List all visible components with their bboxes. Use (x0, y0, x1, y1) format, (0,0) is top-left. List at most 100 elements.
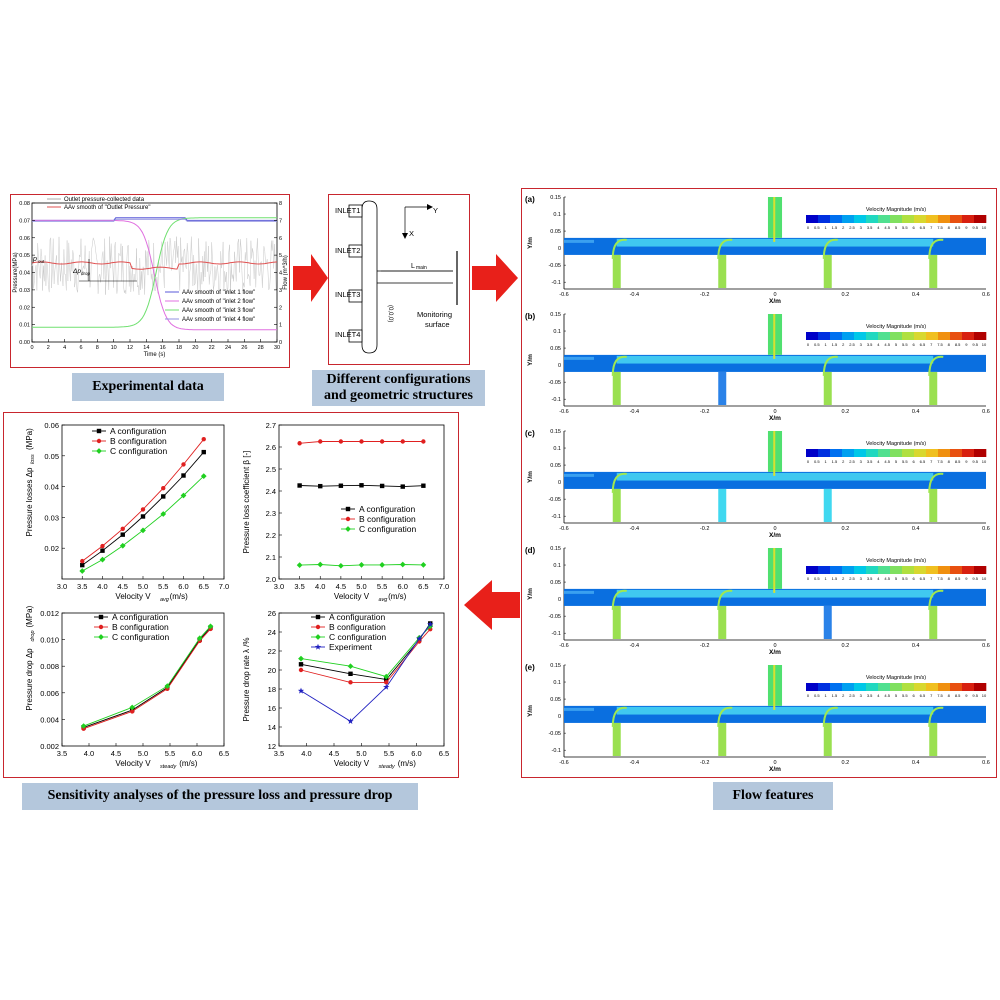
legend-marker (98, 634, 104, 640)
geometry-caption: Different configurations and geometric s… (312, 370, 485, 406)
y-tick-label: 2.3 (266, 509, 276, 518)
series-point-3 (347, 663, 354, 670)
velocity-legend-swatch (962, 332, 975, 340)
inlet-stub (348, 204, 363, 218)
exp-x-tick-label: 22 (209, 345, 215, 351)
legend-marker (98, 624, 104, 630)
x-tick-label: 6.5 (199, 582, 209, 591)
dp-annotation: Δp (72, 268, 81, 275)
series-point-4 (347, 718, 354, 724)
velocity-legend-tick: 2.5 (849, 693, 855, 698)
exp-yleft-tick-label: 0.02 (19, 305, 30, 311)
exp-x-tick-label: 28 (258, 345, 264, 351)
main-pipe-outline (361, 200, 378, 354)
series-point-3 (80, 723, 87, 729)
flow-ytick-label: -0.05 (548, 263, 561, 269)
flow-ytick-label: 0.1 (553, 563, 561, 569)
velocity-legend-tick: 8.5 (955, 342, 961, 347)
x-axis-label-sub: avg (160, 597, 170, 603)
velocity-legend-swatch (878, 449, 891, 457)
x-tick-label: 5.5 (165, 749, 175, 758)
y-tick-label: 12 (268, 742, 276, 751)
velocity-legend-tick: 3 (860, 459, 863, 464)
flow-xtick-label: 0.2 (842, 526, 850, 532)
legend-marker (314, 643, 322, 650)
series-point-4 (383, 683, 390, 690)
velocity-legend-swatch (950, 683, 963, 691)
x-tick-label: 4.0 (315, 582, 325, 591)
y-tick-label: 2.1 (266, 553, 276, 562)
velocity-legend-tick: 8 (948, 342, 951, 347)
x-axis-label-unit: (m/s) (388, 592, 407, 601)
flow-ytick-label: 0 (558, 597, 561, 603)
x-tick-label: 5.5 (384, 749, 394, 758)
x-tick-label: 3.5 (294, 582, 304, 591)
velocity-legend-swatch (974, 332, 987, 340)
velocity-legend-tick: 1 (824, 693, 827, 698)
velocity-legend-tick: 10 (982, 459, 987, 464)
flow-xtick-label: 0 (773, 292, 776, 298)
velocity-legend-tick: 5.5 (902, 576, 908, 581)
branch-bend-flow (822, 355, 838, 376)
flow-xtick-label: -0.6 (559, 292, 568, 298)
x-tick-label: 6.0 (398, 582, 408, 591)
sensitivity-caption: Sensitivity analyses of the pressure los… (22, 783, 418, 810)
main-pipe-inlet-flow (564, 707, 594, 711)
legend-marker (98, 614, 104, 620)
arrow-right-2 (472, 254, 518, 302)
series-point-3 (79, 568, 86, 574)
exp-x-tick-label: 24 (225, 345, 231, 351)
x-tick-label: 5.0 (138, 582, 148, 591)
velocity-legend-swatch (938, 332, 951, 340)
series-point-1 (201, 449, 206, 455)
velocity-legend-tick: 4.5 (884, 342, 890, 347)
flow-ylabel: Y/m (527, 354, 534, 366)
inlet-label: INLET4 (335, 330, 360, 339)
series-point-1 (297, 483, 302, 488)
y-tick-label: 24 (268, 628, 276, 637)
flow-xtick-label: 0.2 (842, 292, 850, 298)
velocity-legend-tick: 0.5 (814, 225, 820, 230)
velocity-legend-swatch (866, 449, 879, 457)
velocity-legend-tick: 4 (877, 225, 880, 230)
outlet-pressure-smooth (31, 261, 278, 270)
inlet-branch-contour (718, 488, 727, 522)
series-point-2 (130, 709, 135, 714)
inlet-branch-contour (612, 488, 621, 522)
flow-xtick-label: 0.6 (982, 526, 990, 532)
raw-pressure-trace (31, 236, 277, 296)
series-point-1 (318, 483, 323, 489)
velocity-legend-swatch (890, 332, 903, 340)
velocity-legend-swatch (914, 332, 927, 340)
velocity-legend-tick: 1 (824, 576, 827, 581)
flow-xtick-label: 0 (773, 526, 776, 532)
x-tick-label: 4.5 (336, 582, 346, 591)
velocity-legend-tick: 7 (930, 576, 933, 581)
flow-xtick-label: 0.4 (912, 643, 920, 649)
outlet-jet-core (773, 314, 776, 359)
velocity-legend-swatch (902, 332, 915, 340)
branch-bend-flow (717, 706, 733, 727)
velocity-legend-swatch (974, 683, 987, 691)
velocity-legend-swatch (938, 566, 951, 574)
velocity-legend-tick: 6 (912, 225, 915, 230)
velocity-legend-tick: 8.5 (955, 576, 961, 581)
velocity-legend-tick: 1.5 (832, 576, 838, 581)
inlet-branch-contour (929, 605, 938, 639)
flow-xtick-label: -0.2 (700, 409, 709, 415)
legend-label: C configuration (329, 632, 386, 642)
inlet-branch-contour (823, 722, 832, 756)
inlet2-flow-curve (32, 219, 277, 331)
flow-ytick-label: 0 (558, 363, 561, 369)
x-tick-label: 3.0 (57, 582, 67, 591)
series-point-2 (140, 507, 146, 512)
y-tick-label: 0.012 (40, 609, 59, 618)
monitoring-label-1: Monitoring (417, 310, 452, 319)
flow-ytick-label: -0.1 (552, 397, 561, 403)
series-point-3 (358, 562, 365, 568)
axis-y-label: Y (433, 206, 438, 215)
x-axis-label: Velocity V (334, 759, 370, 768)
flow-ytick-label: 0.05 (550, 580, 561, 586)
flow-xtick-label: -0.4 (630, 643, 639, 649)
